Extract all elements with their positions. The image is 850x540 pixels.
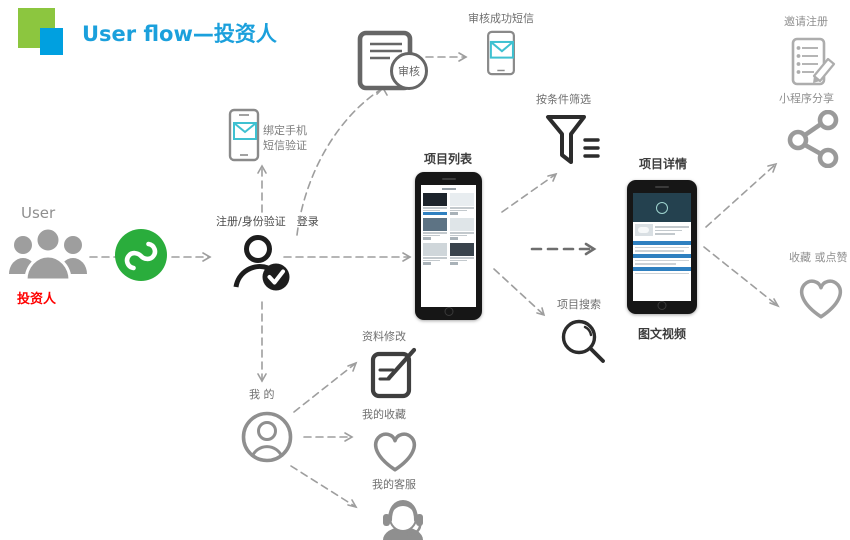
- audit-document-icon: 审核: [357, 30, 428, 91]
- page-title: User flow—投资人: [82, 22, 277, 46]
- my-favorites-label: 我的收藏: [362, 408, 406, 421]
- media-type-label: 图文视频: [638, 327, 687, 341]
- project-card: [423, 243, 447, 265]
- register-label: 注册/身份验证 登录: [216, 215, 319, 228]
- filter-funnel-icon: [546, 115, 600, 164]
- mine-profile-icon: [241, 411, 293, 463]
- project-card: [423, 218, 447, 240]
- bind-phone-label: 绑定手机 短信验证: [263, 124, 307, 154]
- user-label: User: [21, 204, 56, 222]
- edit-profile-icon: [370, 347, 417, 399]
- project-list-phone: [415, 172, 482, 320]
- my-service-label: 我的客服: [372, 478, 416, 491]
- invite-register-label: 邀请注册: [784, 15, 828, 28]
- project-card-grid: [421, 192, 476, 269]
- phone-speaker: [441, 178, 456, 180]
- audit-stamp-text: 审核: [398, 64, 420, 78]
- bind-phone-line2: 短信验证: [263, 138, 307, 152]
- project-search-label: 项目搜索: [557, 298, 601, 311]
- project-list-label: 项目列表: [424, 152, 473, 166]
- detail-text-rows: [633, 259, 691, 265]
- detail-text-rows: [633, 246, 691, 252]
- register-person-check-icon: [233, 235, 290, 291]
- audit-sms-phone-icon: [487, 30, 515, 76]
- project-card: [450, 193, 474, 215]
- project-detail-screen: [633, 193, 691, 301]
- users-group-icon: [9, 226, 87, 282]
- screen-titlebar: [421, 185, 476, 192]
- phone-speaker: [655, 186, 669, 188]
- filter-label: 按条件筛选: [536, 93, 591, 106]
- project-detail-phone: [627, 180, 697, 314]
- project-card: [450, 243, 474, 265]
- project-card: [423, 193, 447, 215]
- edit-profile-label: 资料修改: [362, 330, 406, 343]
- wechat-mini-program-icon: [115, 229, 167, 281]
- mine-label: 我 的: [249, 388, 275, 401]
- detail-section-bar: [633, 266, 691, 271]
- mini-program-share-label: 小程序分享: [779, 92, 834, 105]
- share-icon: [787, 110, 839, 168]
- detail-text-rows: [633, 272, 691, 274]
- logo-blue-square: [40, 28, 63, 55]
- project-detail-label: 项目详情: [639, 157, 688, 171]
- favorite-like-label: 收藏 或点赞: [789, 251, 848, 264]
- investor-role-label: 投资人: [17, 292, 57, 307]
- phone-home-button: [657, 301, 667, 310]
- my-favorites-heart-icon: [373, 432, 417, 472]
- bind-phone-line1: 绑定手机: [263, 124, 307, 137]
- project-card: [450, 218, 474, 240]
- detail-section-bar: [633, 240, 691, 245]
- audit-sms-label: 审核成功短信: [468, 12, 534, 25]
- detail-section-bar: [633, 253, 691, 258]
- project-list-screen: [421, 185, 476, 307]
- bind-phone-sms-icon: [228, 108, 260, 162]
- phone-home-button: [444, 307, 453, 316]
- like-heart-icon: [799, 279, 843, 319]
- invite-register-notepad-icon: [791, 37, 836, 86]
- customer-service-headset-icon: [383, 499, 423, 540]
- project-search-icon: [561, 319, 605, 363]
- detail-product-row: [633, 222, 691, 239]
- detail-hero-image: [633, 193, 691, 222]
